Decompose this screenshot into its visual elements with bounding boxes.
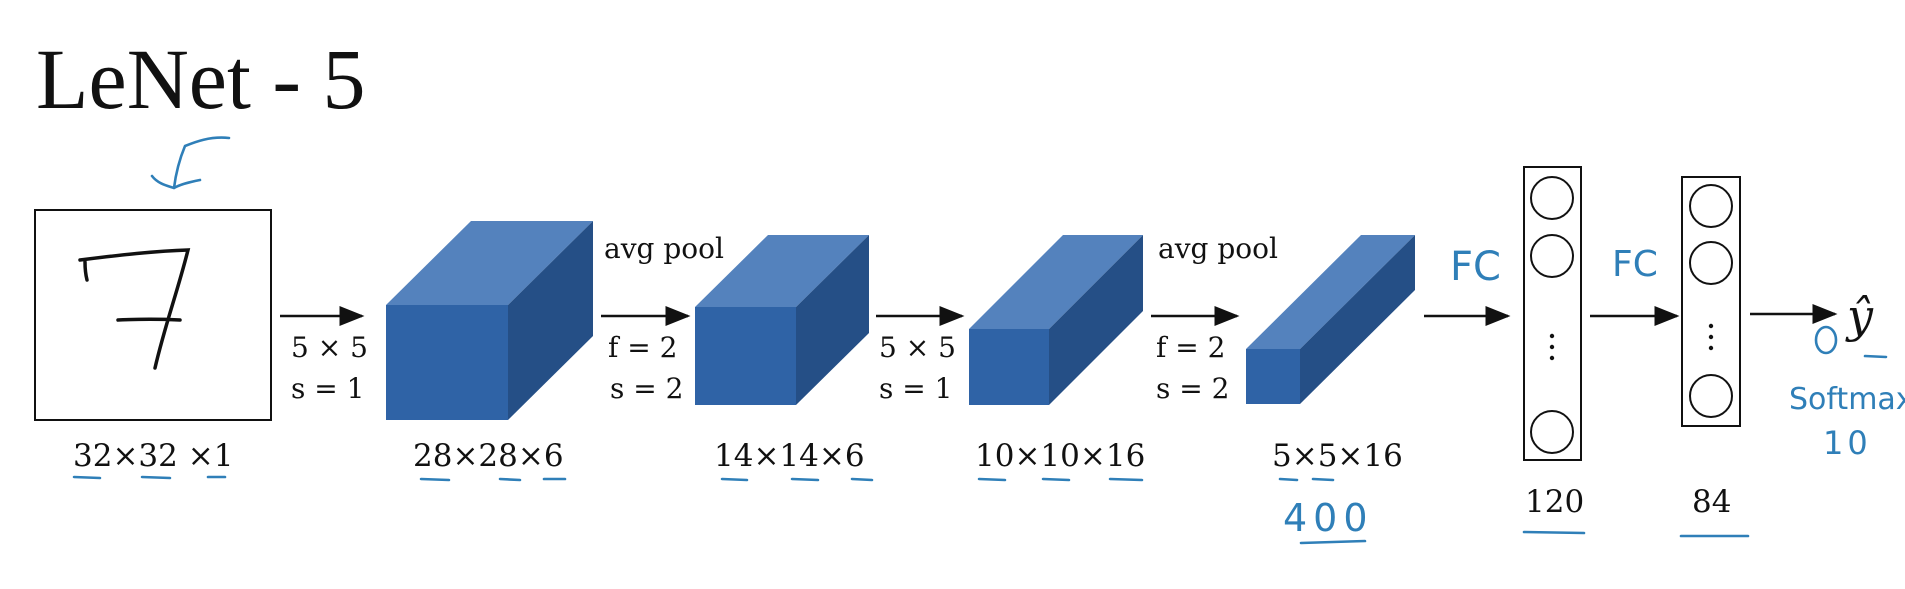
input-size-label: 32×32 ×1 [73,438,233,474]
fc-layer-120 [1523,166,1582,461]
diagram-title: LeNet - 5 [36,31,366,127]
neuron [1530,234,1574,278]
fc2-annotation: FC [1612,244,1658,285]
volume-5x5x16-label: 5×5×16 [1272,438,1403,474]
neuron [1530,176,1574,220]
flatten-underline [1299,539,1367,545]
pool2-label: avg pool [1158,232,1278,265]
volume-5x5x16 [1246,235,1415,404]
pool2-stride-label: s = 2 [1156,372,1229,405]
conv1-filter-label: 5 × 5 [291,331,368,364]
pool2-filter-label: f = 2 [1156,331,1225,364]
neuron [1689,374,1733,418]
neuron [1530,410,1574,454]
flatten-annotation: 400 [1283,496,1374,540]
conv1-stride-label: s = 1 [291,372,364,405]
fc1-annotation: FC [1450,244,1501,290]
fc-layer-84 [1681,176,1741,427]
volume-14x14x6-label: 14×14×6 [714,438,865,474]
fc-layer-84-label: 84 [1692,484,1731,520]
neuron [1689,241,1733,285]
conv2-stride-label: s = 1 [879,372,952,405]
volume-14x14x6 [695,235,869,405]
output-yhat: ŷ [1845,289,1874,343]
volume-14x14x6-underline [720,477,874,482]
pool1-filter-label: f = 2 [608,331,677,364]
softmax-count-annotation: 10 [1823,424,1872,462]
pool1-stride-label: s = 2 [610,372,683,405]
output-underline [1863,354,1888,359]
volume-10x10x16-label: 10×10×16 [975,438,1145,474]
conv2-filter-label: 5 × 5 [879,331,956,364]
fc-layer-120-label: 120 [1525,484,1584,520]
digit-seven [78,248,191,370]
input-image [34,209,272,421]
softmax-annotation: Softmax [1789,382,1905,417]
volume-10x10x16-underline [977,477,1144,482]
volume-28x28x6 [386,221,593,420]
volume-28x28x6-label: 28×28×6 [413,438,564,474]
neuron [1689,184,1733,228]
input-underline [72,475,227,480]
volume-10x10x16 [969,235,1143,405]
volume-5x5x16-underline [1278,477,1335,482]
volume-28x28x6-underline [419,477,567,482]
handwritten-mark [150,136,231,190]
fc-layer-120-underline [1522,530,1586,535]
pool1-label: avg pool [604,232,724,265]
output-circle-mark [1814,325,1838,355]
